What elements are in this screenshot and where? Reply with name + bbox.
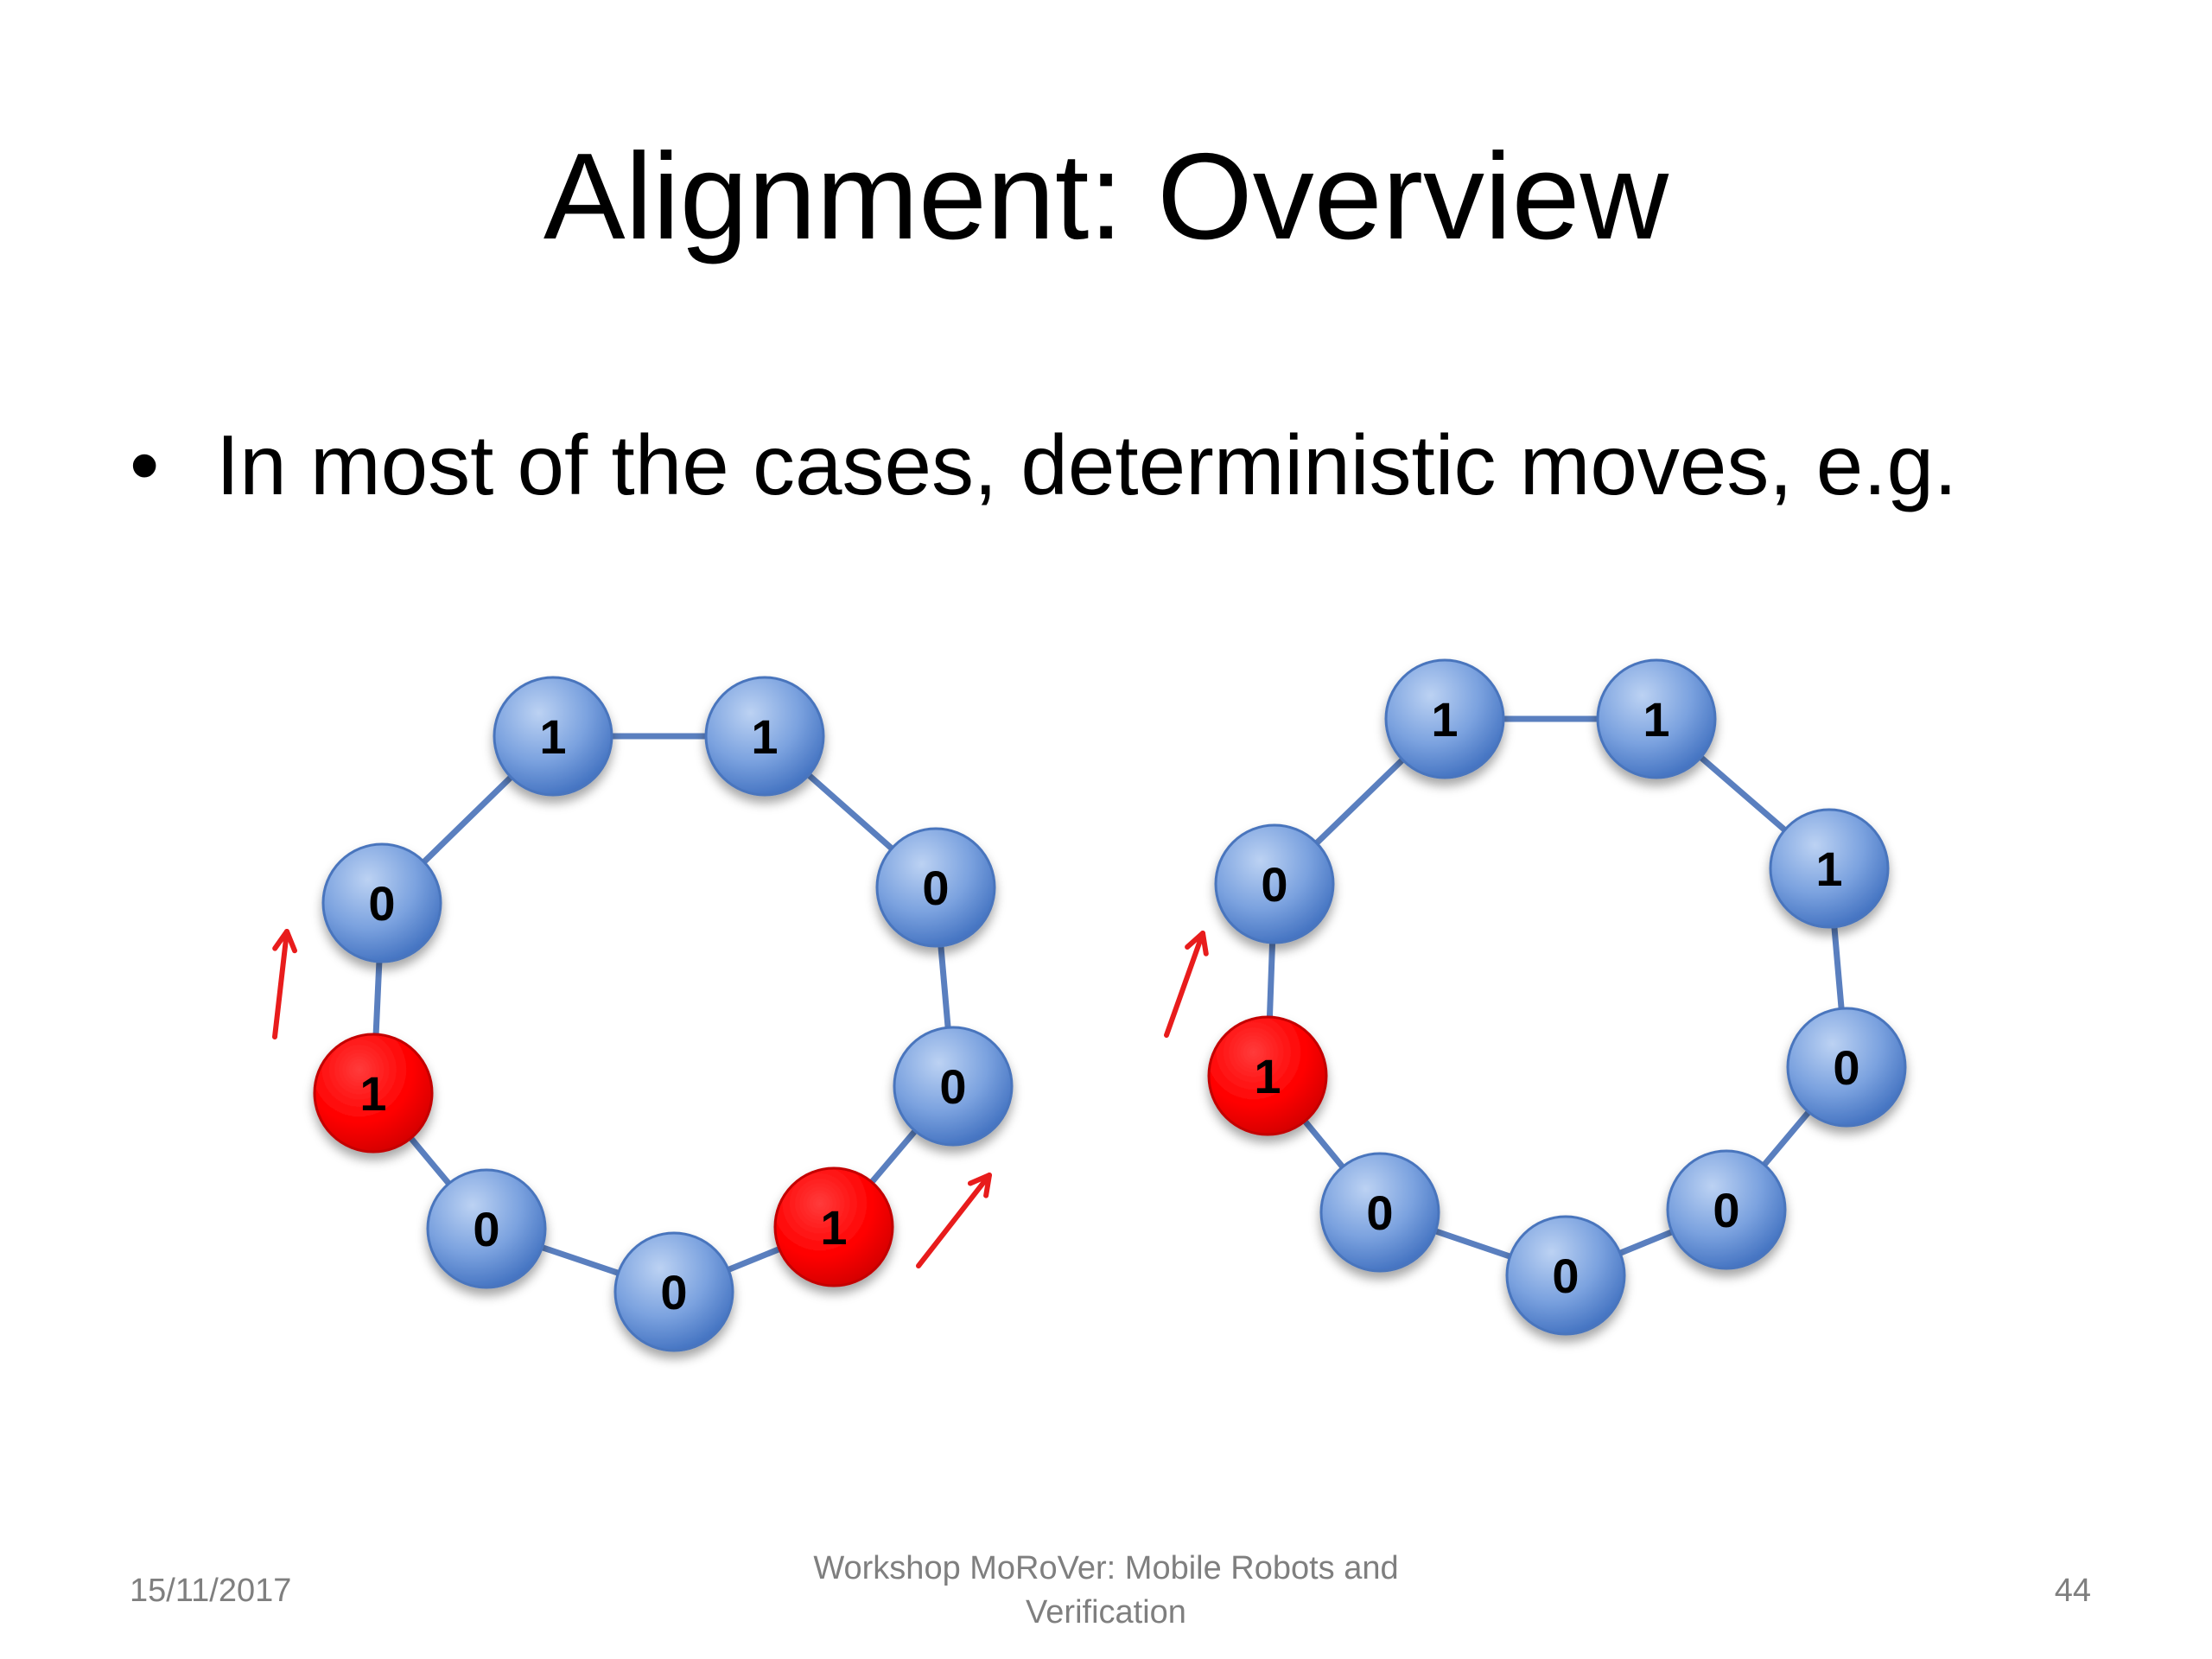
- node-label: 0: [1261, 857, 1287, 912]
- bullet-point: • In most of the cases, deterministic mov…: [130, 415, 1957, 517]
- node-label: 0: [660, 1265, 687, 1319]
- ring-node-circle: [704, 676, 825, 797]
- robot-node-circle: [773, 1166, 894, 1287]
- ring-node: 1: [1384, 658, 1505, 779]
- move-arrow-icon: [916, 1173, 992, 1268]
- ring-node-circle: [613, 1231, 734, 1352]
- arrow-shaft: [1164, 931, 1205, 1038]
- ring-node: 1: [1769, 808, 1890, 929]
- ring-node-circle: [1214, 823, 1335, 944]
- node-label: 1: [820, 1200, 847, 1255]
- ring-node-circle: [1786, 1007, 1907, 1128]
- ring-node: 0: [426, 1168, 547, 1289]
- node-label: 0: [1833, 1040, 1859, 1095]
- ring-node: 0: [875, 827, 996, 948]
- right-ring: 1 1 1 0 0 0 0 1 0: [1207, 658, 1907, 1336]
- ring-node-circle: [875, 827, 996, 948]
- node-label: 0: [939, 1059, 966, 1114]
- robot-node: 1: [1207, 1015, 1328, 1136]
- node-label: 1: [1815, 842, 1842, 896]
- robot-node-circle: [313, 1033, 434, 1154]
- arrow-head: [967, 1173, 992, 1198]
- node-label: 0: [922, 861, 949, 915]
- robot-node: 1: [773, 1166, 894, 1287]
- node-label: 0: [368, 876, 395, 931]
- node-label: 0: [473, 1202, 499, 1256]
- arrow-head: [272, 929, 298, 954]
- ring-node-circle: [493, 676, 613, 797]
- node-label: 0: [1552, 1249, 1579, 1303]
- ring-node-circle: [1505, 1215, 1626, 1336]
- left-ring: 1 1 0 0 1 0 0 1 0: [313, 676, 1014, 1352]
- node-label: 1: [1254, 1049, 1281, 1103]
- move-arrows: [272, 929, 1209, 1268]
- ring-node-circle: [1769, 808, 1890, 929]
- node-label: 1: [751, 709, 778, 764]
- node-label: 1: [1643, 692, 1669, 747]
- ring-node-circle: [426, 1168, 547, 1289]
- node-label: 0: [1713, 1183, 1739, 1237]
- ring-node: 1: [493, 676, 613, 797]
- bullet-text: In most of the cases, deterministic move…: [216, 417, 1958, 512]
- bullet-dot-icon: •: [130, 417, 160, 512]
- footer-page-number: 44: [2054, 1573, 2091, 1609]
- ring-node: 0: [1786, 1007, 1907, 1128]
- arrow-shaft: [272, 929, 289, 1039]
- node-label: 0: [1366, 1185, 1393, 1240]
- ring-node: 0: [1319, 1152, 1440, 1273]
- ring-node-circle: [1666, 1149, 1787, 1270]
- ring-node: 0: [613, 1231, 734, 1352]
- ring-node: 0: [1505, 1215, 1626, 1336]
- move-arrow-icon: [272, 929, 298, 1039]
- ring-node: 0: [321, 842, 442, 963]
- ring-node: 0: [893, 1026, 1014, 1147]
- ring-node: 0: [1666, 1149, 1787, 1270]
- ring-node-circle: [1596, 658, 1717, 779]
- robot-node: 1: [313, 1033, 434, 1154]
- footer-date: 15/11/2017: [130, 1573, 292, 1609]
- ring-node: 1: [1596, 658, 1717, 779]
- ring-node-circle: [321, 842, 442, 963]
- node-label: 1: [1431, 692, 1458, 747]
- ring-node-circle: [1319, 1152, 1440, 1273]
- node-label: 1: [359, 1066, 386, 1121]
- robot-node-circle: [1207, 1015, 1328, 1136]
- ring-node-circle: [1384, 658, 1505, 779]
- ring-node: 0: [1214, 823, 1335, 944]
- footer-title: Workshop MoRoVer: Mobile Robots and Veri…: [813, 1550, 1399, 1631]
- arrow-shaft: [916, 1173, 992, 1268]
- ring-node: 1: [704, 676, 825, 797]
- slide-title: Alignment: Overview: [543, 128, 1669, 265]
- arrow-head: [1185, 931, 1209, 957]
- move-arrow-icon: [1164, 931, 1209, 1038]
- ring-node-circle: [893, 1026, 1014, 1147]
- node-label: 1: [539, 709, 566, 764]
